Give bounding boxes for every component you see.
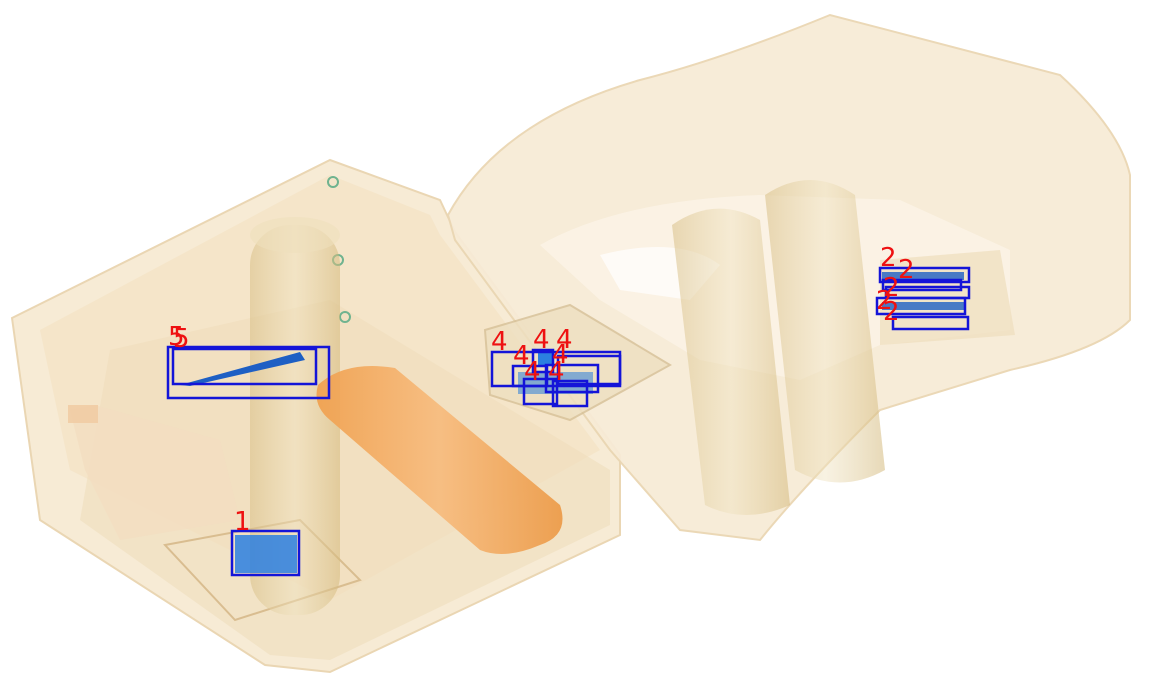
label-2d: 2 bbox=[876, 286, 893, 316]
label-4b: 4 bbox=[533, 325, 550, 355]
metal-objects bbox=[180, 272, 964, 573]
label-4e: 4 bbox=[552, 340, 569, 370]
label-4g: 4 bbox=[548, 357, 565, 387]
detection-labels: 1 2 2 2 2 2 4 4 4 4 4 4 4 5 5 bbox=[168, 243, 915, 537]
label-4f: 4 bbox=[524, 357, 541, 387]
label-2c: 2 bbox=[883, 273, 900, 303]
detection-box-4g[interactable] bbox=[556, 354, 622, 386]
label-2e: 2 bbox=[883, 297, 900, 327]
organic-object bbox=[316, 366, 563, 554]
label-4d: 4 bbox=[513, 341, 530, 371]
label-1: 1 bbox=[234, 507, 251, 537]
detection-box-1[interactable] bbox=[230, 529, 301, 577]
label-2a: 2 bbox=[880, 243, 897, 273]
detection-boxes bbox=[166, 266, 971, 577]
label-4c: 4 bbox=[556, 325, 573, 355]
detection-box-2a[interactable] bbox=[878, 266, 971, 284]
label-4a: 4 bbox=[491, 327, 508, 357]
detection-box-4e[interactable] bbox=[544, 363, 600, 394]
left-cylinder bbox=[250, 217, 340, 615]
label-5b: 5 bbox=[173, 324, 190, 354]
detection-box-4f[interactable] bbox=[551, 379, 589, 408]
detection-box-5b[interactable] bbox=[171, 347, 318, 386]
detection-box-4c[interactable] bbox=[531, 348, 555, 374]
detection-box-2e[interactable] bbox=[881, 278, 963, 292]
label-5a: 5 bbox=[168, 322, 185, 352]
detection-box-5a[interactable] bbox=[166, 345, 331, 400]
detection-box-2c[interactable] bbox=[875, 296, 967, 316]
detection-box-2d[interactable] bbox=[891, 315, 970, 331]
right-cylinders bbox=[672, 180, 885, 516]
label-2b: 2 bbox=[898, 255, 915, 285]
